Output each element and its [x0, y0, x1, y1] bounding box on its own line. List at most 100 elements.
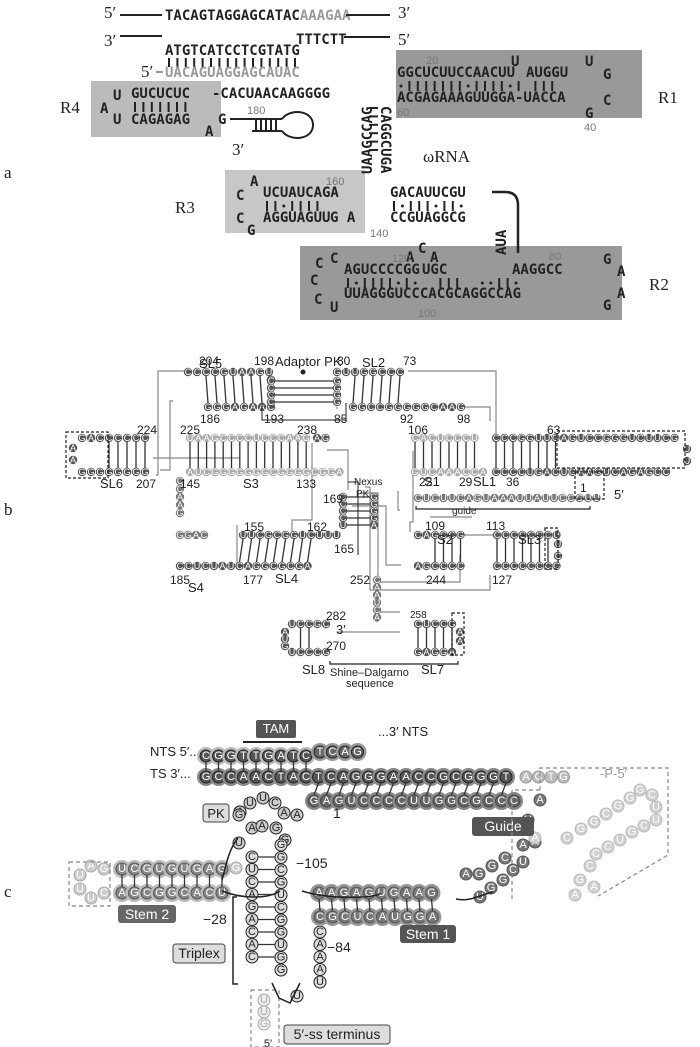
nucleotide-letter: C: [501, 433, 508, 443]
nucleotide: [611, 799, 625, 813]
nucleotide: [194, 467, 203, 477]
nucleotide: [280, 627, 290, 637]
nucleotide-letter: C: [509, 864, 517, 876]
r2-loop-u: U: [330, 300, 338, 316]
nucleotide: [131, 467, 141, 477]
nucleotide: [427, 467, 437, 477]
nucleotide-letter: C: [431, 402, 438, 412]
nucleotide: [532, 493, 542, 503]
nucleotide: [350, 367, 360, 377]
guide-badge: [472, 817, 534, 836]
panel-b: b CCCCGUAAGUGGGAGAACCCCCCCCCGGGGGUUGGCCC…: [4, 354, 692, 690]
nucleotide-letter: U: [684, 444, 691, 454]
nucleotide-letter: C: [268, 402, 275, 412]
num-109: 109: [425, 519, 445, 533]
nucleotide-letter: A: [277, 750, 285, 762]
nucleotide-letter: G: [202, 771, 211, 783]
nucleotide: [576, 433, 586, 443]
nucleotide-letter: C: [185, 561, 192, 571]
base-pair-line: [475, 782, 482, 796]
nucleotide-letter: G: [333, 390, 340, 400]
r4-link-seq: -CACUAACAAGGGG: [212, 86, 330, 102]
nucleotide: [183, 367, 193, 377]
nucleotide: [427, 433, 437, 443]
nucleotide: [268, 796, 282, 810]
nucleotide: [542, 467, 552, 477]
r2-loop-c2: C: [330, 251, 338, 267]
nucleotide: [73, 882, 87, 896]
r1-loop-g: G: [603, 67, 611, 83]
nucleotide: [256, 791, 270, 805]
nucleotide: [509, 561, 519, 571]
nucleotide-letter: C: [133, 433, 140, 443]
nucleotide-letter: C: [340, 492, 347, 502]
nucleotide-letter: C: [270, 433, 277, 443]
nucleotide-letter: C: [415, 619, 422, 629]
base-pair-line: [375, 782, 382, 796]
nucleotide: [221, 402, 231, 412]
nucleotide: [661, 467, 671, 477]
stem-left-seq: UAAGCCAG: [360, 107, 376, 174]
nucleotide: [517, 467, 526, 477]
nucleotide: [498, 493, 508, 503]
nucleotide-letter: G: [143, 863, 152, 875]
nucleotide-letter: U: [277, 939, 285, 951]
nucleotide-letter: U: [561, 467, 568, 477]
nucleotide: [369, 506, 379, 516]
panel-b-numbers: 204 198 80 73 186 193 85 92 98 224 225 2…: [136, 354, 587, 653]
base-pair-line: [306, 538, 312, 563]
nucleotide: [338, 506, 348, 516]
base-pair-line: [425, 782, 432, 796]
nucleotide: [447, 530, 457, 540]
adaptor-dot: [300, 369, 306, 375]
nucleotide: [268, 433, 278, 443]
nucleotide: [252, 433, 261, 443]
nucleotide-letter: U: [228, 561, 235, 571]
r1-loop-c: C: [603, 93, 611, 109]
nucleotide-letter: G: [431, 647, 438, 657]
panel-b-nucleotides: CCCCGUAAGUGGGAGAACCCCCCCCCGGGGGUUGGCCCGG…: [68, 367, 692, 657]
base-pair-line: [298, 538, 304, 563]
nucleotide-letter: U: [483, 493, 490, 503]
nucleotide-letter: A: [70, 455, 76, 465]
nucleotide: [235, 561, 244, 571]
nucleotide-letter: C: [415, 493, 422, 503]
nucleotide-letter: C: [460, 795, 468, 807]
nucleotide-letter: C: [494, 530, 501, 540]
nucleotide-letter: A: [480, 467, 486, 477]
nucleotide: [377, 367, 387, 377]
r2-loop-c3: C: [310, 273, 318, 289]
panel-c: c TAM NTS 5′... ...3′ NTS TS 3′... -P-5′…: [4, 720, 669, 1047]
nucleotide-letter: C: [248, 851, 256, 863]
nucleotide-letter: A: [531, 832, 539, 844]
nucleotide-letter: C: [270, 561, 277, 571]
nucleotide: [430, 619, 440, 629]
nucleotide: [266, 376, 276, 386]
nucleotide: [268, 467, 278, 477]
panel-b-label: b: [4, 500, 13, 519]
nucleotide: [338, 520, 348, 530]
base-pair-line: [259, 375, 263, 404]
nucleotide: [303, 561, 312, 571]
label-s3: S3: [243, 476, 259, 491]
nucleotide-letter: U: [230, 367, 237, 377]
nucleotide: [84, 859, 98, 873]
r1-bulge-u: U: [511, 54, 519, 70]
nucleotide-letter: C: [106, 433, 113, 443]
nucleotide: [302, 433, 311, 443]
r1-pairs: [399, 81, 554, 91]
nucleotide: [199, 530, 209, 540]
base-pair-line: [325, 782, 332, 796]
nucleotide-letter: G: [277, 952, 286, 964]
nucleotide: [175, 492, 185, 502]
panel-c-label: c: [4, 882, 12, 901]
nucleotide: [375, 402, 385, 412]
nucleotide-letter: U: [551, 493, 558, 503]
nucleotide: [478, 467, 488, 477]
nucleotide: [296, 647, 305, 657]
nucleotide: [113, 467, 123, 477]
nucleotide-letter: C: [287, 561, 294, 571]
terminator-hairpin-icon: [230, 111, 315, 139]
nucleotide-letter: G: [360, 367, 367, 377]
nucleotide: [264, 530, 273, 540]
